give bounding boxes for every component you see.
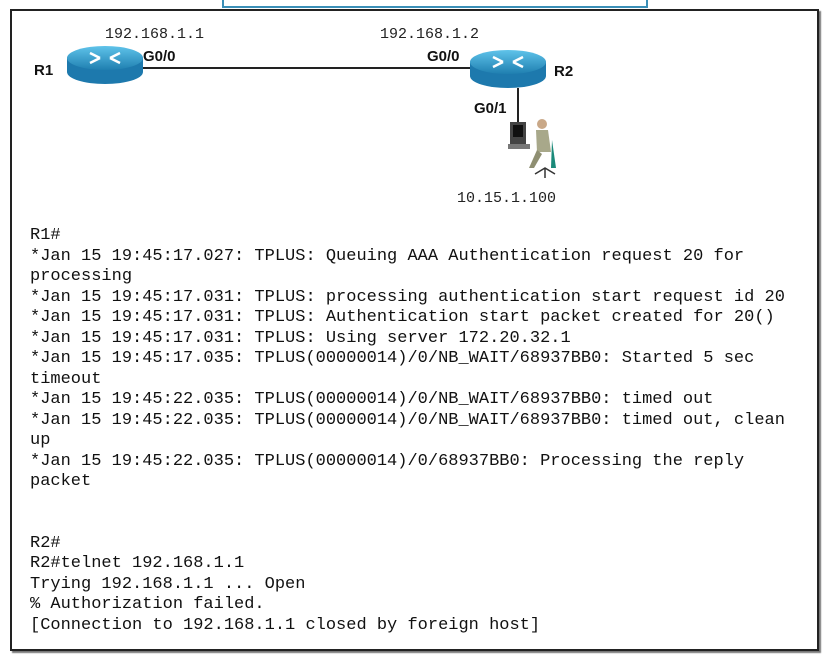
r2-label: R2 <box>554 63 574 80</box>
router-r1-icon <box>67 46 143 84</box>
top-banner-box <box>222 0 648 8</box>
r1-label: R1 <box>34 62 54 79</box>
topology-diagram <box>67 46 556 178</box>
terminal-line: *Jan 15 19:45:22.035: TPLUS(00000014)/0/… <box>30 390 714 409</box>
terminal-line: Trying 192.168.1.1 ... Open <box>30 574 306 594</box>
r1-interface-label: G0/0 <box>143 48 176 65</box>
terminal-line: *Jan 15 19:45:17.031: TPLUS: processing … <box>30 287 785 307</box>
terminal-line <box>30 513 785 534</box>
terminal-line: R2# <box>30 533 61 553</box>
terminal-line: *Jan 15 19:45:17.035: TPLUS(00000014)/0/… <box>30 349 755 368</box>
terminal-line: packet <box>30 472 92 491</box>
exhibit-frame <box>10 9 819 651</box>
terminal-line: *Jan 15 19:45:17.027: TPLUS: Queuing AAA… <box>30 246 745 266</box>
terminal-line: R2#telnet 192.168.1.1 <box>30 554 245 573</box>
terminal-line <box>30 493 785 514</box>
pc-ip-label: 10.15.1.100 <box>457 190 557 207</box>
r2-g00-label: G0/0 <box>427 48 460 65</box>
terminal-line: *Jan 15 19:45:22.035: TPLUS(00000014)/0/… <box>30 410 785 430</box>
terminal-line: timeout <box>30 369 102 389</box>
r2-ip-label: 192.168.1.2 <box>380 26 480 43</box>
r1-ip-label: 192.168.1.1 <box>105 26 205 43</box>
r2-g01-label: G0/1 <box>474 100 507 117</box>
terminal-output: R1#*Jan 15 19:45:17.027: TPLUS: Queuing … <box>30 226 785 636</box>
terminal-line: [Connection to 192.168.1.1 closed by for… <box>30 615 541 635</box>
router-r2-icon <box>470 50 546 88</box>
terminal-line: up <box>30 431 51 450</box>
terminal-line: R1# <box>30 226 61 245</box>
terminal-line: % Authorization failed. <box>30 595 265 614</box>
terminal-line: *Jan 15 19:45:22.035: TPLUS(00000014)/0/… <box>30 451 745 471</box>
pc-user-icon <box>508 119 556 178</box>
terminal-line: *Jan 15 19:45:17.031: TPLUS: Authenticat… <box>30 308 775 327</box>
terminal-line: processing <box>30 267 133 286</box>
terminal-line: *Jan 15 19:45:17.031: TPLUS: Using serve… <box>30 328 571 348</box>
